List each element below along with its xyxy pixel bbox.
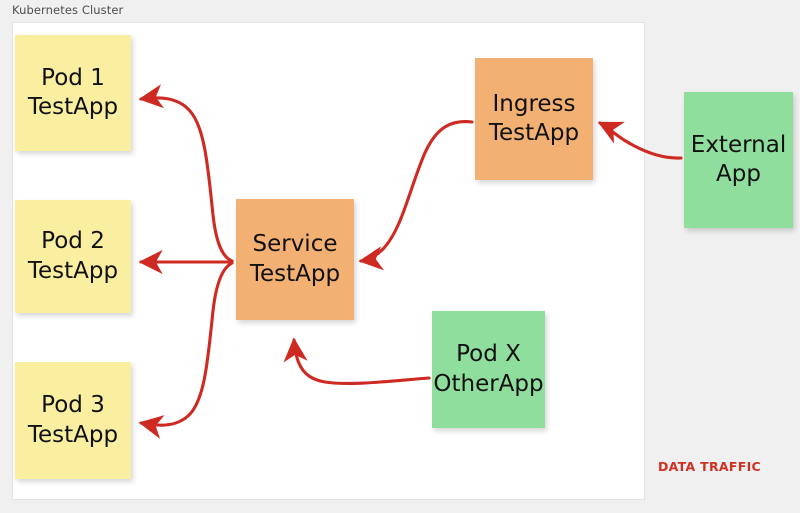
node-podx-line1: Pod X <box>456 341 521 368</box>
node-ingress-line1: Ingress <box>492 90 576 117</box>
node-pod2[interactable]: Pod 2 TestApp <box>15 200 131 313</box>
node-pod2-line1: Pod 2 <box>41 228 105 255</box>
node-service-line2: TestApp <box>249 260 341 287</box>
cluster-title: Kubernetes Cluster <box>12 3 124 17</box>
node-ingress[interactable]: Ingress TestApp <box>475 58 593 180</box>
node-podx-line2: OtherApp <box>433 370 544 397</box>
node-pod2-line2: TestApp <box>27 257 119 284</box>
node-pod3[interactable]: Pod 3 TestApp <box>15 362 131 479</box>
node-external-app-line1: External <box>690 131 787 158</box>
node-podx[interactable]: Pod X OtherApp <box>432 311 545 428</box>
legend-data-traffic: DATA TRAFFIC <box>658 459 761 474</box>
node-external-app-line2: App <box>716 161 761 187</box>
node-ingress-line2: TestApp <box>488 120 580 146</box>
node-pod1[interactable]: Pod 1 TestApp <box>15 35 131 151</box>
node-pod1-line1: Pod 1 <box>41 64 105 91</box>
node-pod3-line2: TestApp <box>27 421 119 448</box>
node-pod3-line1: Pod 3 <box>41 392 105 419</box>
node-external-app[interactable]: External App <box>684 92 793 228</box>
node-service-line1: Service <box>252 231 338 258</box>
node-service[interactable]: Service TestApp <box>236 199 354 320</box>
node-pod1-line2: TestApp <box>27 94 119 120</box>
